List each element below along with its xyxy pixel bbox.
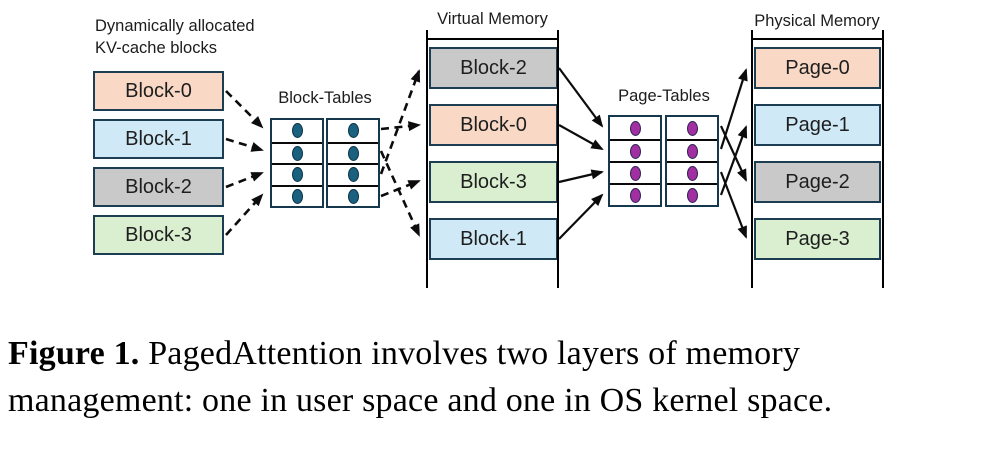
vm-slot-block-1: Block-1 xyxy=(429,218,558,260)
kv-block-3: Block-3 xyxy=(93,215,224,255)
block-table-cell xyxy=(272,141,322,164)
page-table-entry-dot xyxy=(629,143,641,159)
block-table-entry-dot xyxy=(347,145,359,161)
arrow-pagetable-row4-to-page1 xyxy=(719,125,748,196)
block-table-cell xyxy=(272,184,322,207)
page-table-cell xyxy=(667,139,717,161)
page-table-cell xyxy=(667,117,717,139)
arrow-vm-block0-to-pagetable-row2 xyxy=(558,124,604,150)
figure-caption-line1: PagedAttention involves two layers of me… xyxy=(148,335,801,372)
pm-page-2: Page-2 xyxy=(754,161,881,203)
block-table-entry-dot xyxy=(347,167,359,183)
page-table-column-2 xyxy=(665,115,719,207)
block-table-entry-dot xyxy=(291,188,303,204)
block-table-entry-dot xyxy=(291,123,303,139)
arrow-blocktable-row4-to-vm-block3 xyxy=(380,179,421,198)
page-table-entry-dot xyxy=(686,120,698,136)
block-table-cell xyxy=(272,120,322,142)
arrow-block2-to-blocktable xyxy=(225,171,264,189)
block-table-entry-dot xyxy=(291,145,303,161)
block-tables-title: Block-Tables xyxy=(278,89,372,107)
arrow-pagetable-row3-to-page3 xyxy=(719,171,748,239)
pm-page-3: Page-3 xyxy=(754,218,881,260)
block-table-entry-dot xyxy=(291,167,303,183)
arrow-vm-block2-to-pagetable-row1 xyxy=(558,67,604,128)
memory-management-diagram: Dynamically allocated KV-cache blocks Bl… xyxy=(93,10,884,288)
page-table-cell xyxy=(610,183,660,205)
block-table-column-2 xyxy=(326,118,380,208)
arrow-pagetable-row1-to-page2 xyxy=(720,125,747,182)
block-table-column-1 xyxy=(270,118,324,208)
page-table-entry-dot xyxy=(629,187,641,203)
arrow-blocktable-row3-to-vm-block2 xyxy=(379,69,421,175)
page-table-cell xyxy=(667,183,717,205)
arrow-blocktable-row1-to-vm-block0 xyxy=(380,121,421,132)
figure-caption-number: Figure 1. xyxy=(8,335,140,372)
page-table-cell xyxy=(610,139,660,161)
block-table-cell xyxy=(272,163,322,185)
pm-page-1: Page-1 xyxy=(754,104,881,146)
virtual-memory-title: Virtual Memory xyxy=(437,10,548,28)
vm-slot-block-3: Block-3 xyxy=(429,161,558,203)
block-table-cell xyxy=(328,141,378,164)
arrow-vm-block3-to-pagetable-row3 xyxy=(558,169,604,184)
vm-slot-block-2: Block-2 xyxy=(429,47,558,89)
page-table-entry-dot xyxy=(686,165,698,181)
block-table-entry-dot xyxy=(347,188,359,204)
page-table-column-1 xyxy=(608,115,662,207)
arrow-pagetable-row2-to-page0 xyxy=(719,68,748,150)
page-table-entry-dot xyxy=(629,120,641,136)
kv-block-1: Block-1 xyxy=(93,119,224,159)
block-table-cell xyxy=(328,120,378,142)
vm-slot-block-0: Block-0 xyxy=(429,104,558,146)
figure-caption: Figure 1. PagedAttention involves two la… xyxy=(8,330,993,424)
arrow-blocktable-row2-to-vm-block1 xyxy=(379,150,421,237)
page-tables-title: Page-Tables xyxy=(618,87,710,105)
page-table-cell xyxy=(610,117,660,139)
arrow-block1-to-blocktable xyxy=(225,137,264,152)
arrow-vm-block1-to-pagetable-row4 xyxy=(558,193,604,240)
figure-caption-line2: management: one in user space and one in… xyxy=(8,382,833,419)
kv-cache-blocks-caption: Dynamically allocated KV-cache blocks xyxy=(95,17,255,57)
block-table-cell xyxy=(328,163,378,185)
block-table-cell xyxy=(328,184,378,207)
kv-block-0: Block-0 xyxy=(93,71,224,111)
page-table-cell xyxy=(610,161,660,183)
page-table-entry-dot xyxy=(686,143,698,159)
physical-memory-title: Physical Memory xyxy=(754,12,880,30)
page-table-entry-dot xyxy=(686,187,698,203)
page-table-cell xyxy=(667,161,717,183)
kv-block-2: Block-2 xyxy=(93,167,224,207)
arrow-block3-to-blocktable xyxy=(225,193,264,236)
arrow-block0-to-blocktable xyxy=(225,90,264,129)
pm-page-0: Page-0 xyxy=(754,47,881,89)
block-table-entry-dot xyxy=(347,123,359,139)
page-table-entry-dot xyxy=(629,165,641,181)
